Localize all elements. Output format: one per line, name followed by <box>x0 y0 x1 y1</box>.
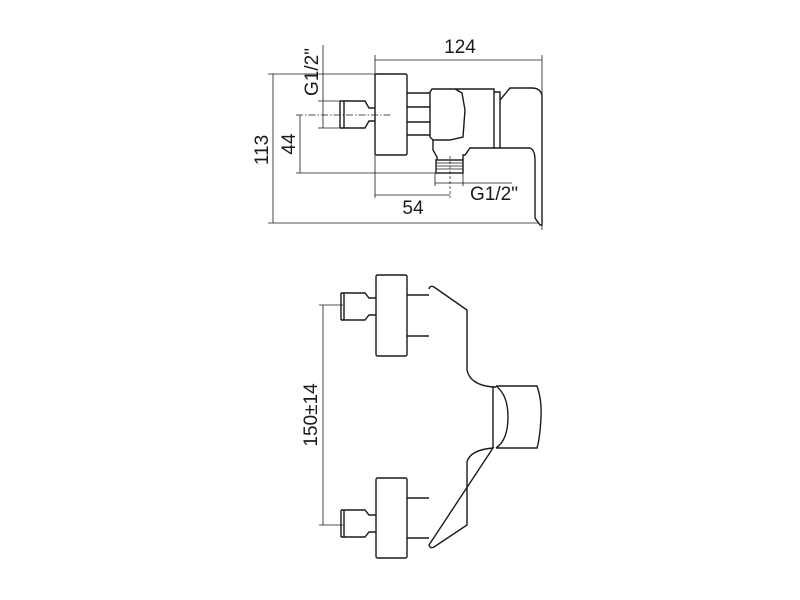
front-view: 150±14 <box>301 274 542 559</box>
dimension-113: 113 <box>252 73 538 224</box>
escutcheon <box>374 73 408 156</box>
dimension-label-height: 113 <box>252 135 273 165</box>
side-view: 124 113 G1/2" 44 <box>252 37 543 230</box>
dimension-label-inlet-spacing: 150±14 <box>301 383 322 447</box>
inlet-bottom <box>340 477 429 559</box>
dimension-inlet-thread: G1/2" <box>302 45 342 129</box>
connector <box>407 92 430 136</box>
inlet-top <box>340 274 429 357</box>
dimension-44: 44 <box>279 115 437 174</box>
dimension-label-outlet-thread: G1/2" <box>470 184 518 205</box>
dimension-label-width: 124 <box>444 37 476 58</box>
valve-body <box>432 88 495 160</box>
mixer-body <box>428 285 496 549</box>
dimension-label-offset: 44 <box>279 133 300 155</box>
dimension-label-outlet-distance: 54 <box>402 198 424 219</box>
inlet-pipe <box>339 100 375 129</box>
dimension-150: 150±14 <box>301 304 343 526</box>
valve-handle <box>429 88 466 141</box>
lever <box>494 87 543 226</box>
dimension-label-inlet-thread: G1/2" <box>302 48 323 96</box>
outlet-thread <box>435 156 464 198</box>
cartridge-handle <box>492 385 542 449</box>
dimension-54: 54 <box>375 194 450 219</box>
dimension-outlet-thread: G1/2" <box>434 173 518 205</box>
